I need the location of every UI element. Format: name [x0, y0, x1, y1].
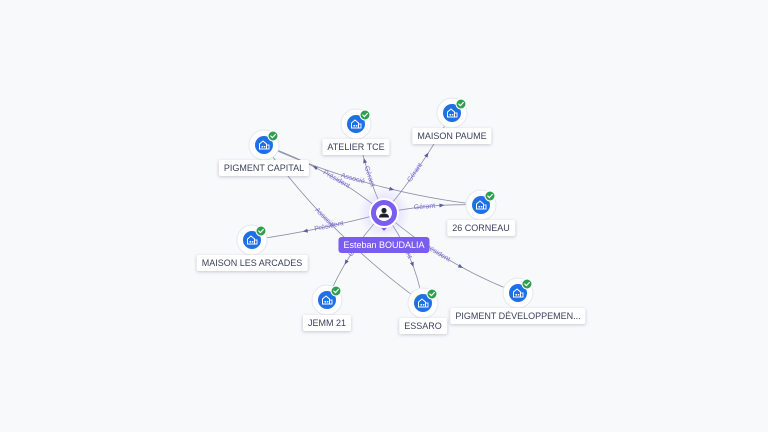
company-label-essaro[interactable]: ESSARO — [399, 318, 447, 334]
edge-arrow-icon — [457, 263, 464, 268]
edge-arrow-icon — [312, 166, 318, 171]
building-icon — [247, 235, 258, 245]
verified-check-icon — [426, 288, 438, 300]
edge-arrow-icon — [424, 152, 429, 158]
verified-check-icon — [484, 190, 496, 202]
building-icon — [513, 288, 524, 298]
verified-check-icon — [330, 285, 342, 297]
relationship-edge — [263, 144, 482, 206]
edge-arrow-icon — [344, 259, 349, 265]
person-icon — [379, 207, 389, 218]
building-icon — [418, 298, 429, 308]
company-label-maison-les-arcades[interactable]: MAISON LES ARCADES — [196, 255, 308, 271]
building-icon — [476, 200, 487, 210]
edge-arrow-icon — [302, 228, 309, 233]
edge-label: Gérant — [406, 162, 424, 184]
building-icon — [259, 140, 270, 150]
building-icon — [322, 295, 333, 305]
edge-arrow-icon — [363, 158, 368, 164]
company-label-atelier-tce[interactable]: ATELIER TCE — [322, 139, 390, 155]
edge-label: Gérant — [414, 203, 436, 212]
person-node[interactable] — [358, 187, 410, 239]
verified-check-icon — [255, 225, 267, 237]
edge-arrow-icon — [409, 261, 414, 268]
company-node-pigment-developpement[interactable] — [502, 277, 534, 309]
edge-arrow-icon — [439, 203, 445, 208]
verified-check-icon — [455, 98, 467, 110]
person-name-label[interactable]: Esteban BOUDALIA — [338, 237, 430, 253]
company-node-atelier-tce[interactable] — [340, 108, 372, 140]
verified-check-icon — [521, 278, 533, 290]
building-icon — [447, 108, 458, 118]
company-node-pigment-capital[interactable] — [248, 129, 280, 161]
company-label-pigment-developpement[interactable]: PIGMENT DÉVELOPPEMEN... — [450, 308, 586, 324]
company-node-maison-les-arcades[interactable] — [236, 224, 268, 256]
verified-check-icon — [359, 109, 371, 121]
company-node-essaro[interactable] — [407, 287, 439, 319]
verified-check-icon — [267, 130, 279, 142]
company-node-26-corneau[interactable] — [465, 189, 497, 221]
company-node-maison-paume[interactable] — [436, 97, 468, 129]
company-label-pigment-capital[interactable]: PIGMENT CAPITAL — [218, 160, 310, 176]
company-label-jemm-21[interactable]: JEMM 21 — [302, 315, 352, 331]
company-label-26-corneau[interactable]: 26 CORNEAU — [447, 220, 515, 236]
company-node-jemm-21[interactable] — [311, 284, 343, 316]
company-label-maison-paume[interactable]: MAISON PAUME — [412, 128, 492, 144]
building-icon — [351, 119, 362, 129]
